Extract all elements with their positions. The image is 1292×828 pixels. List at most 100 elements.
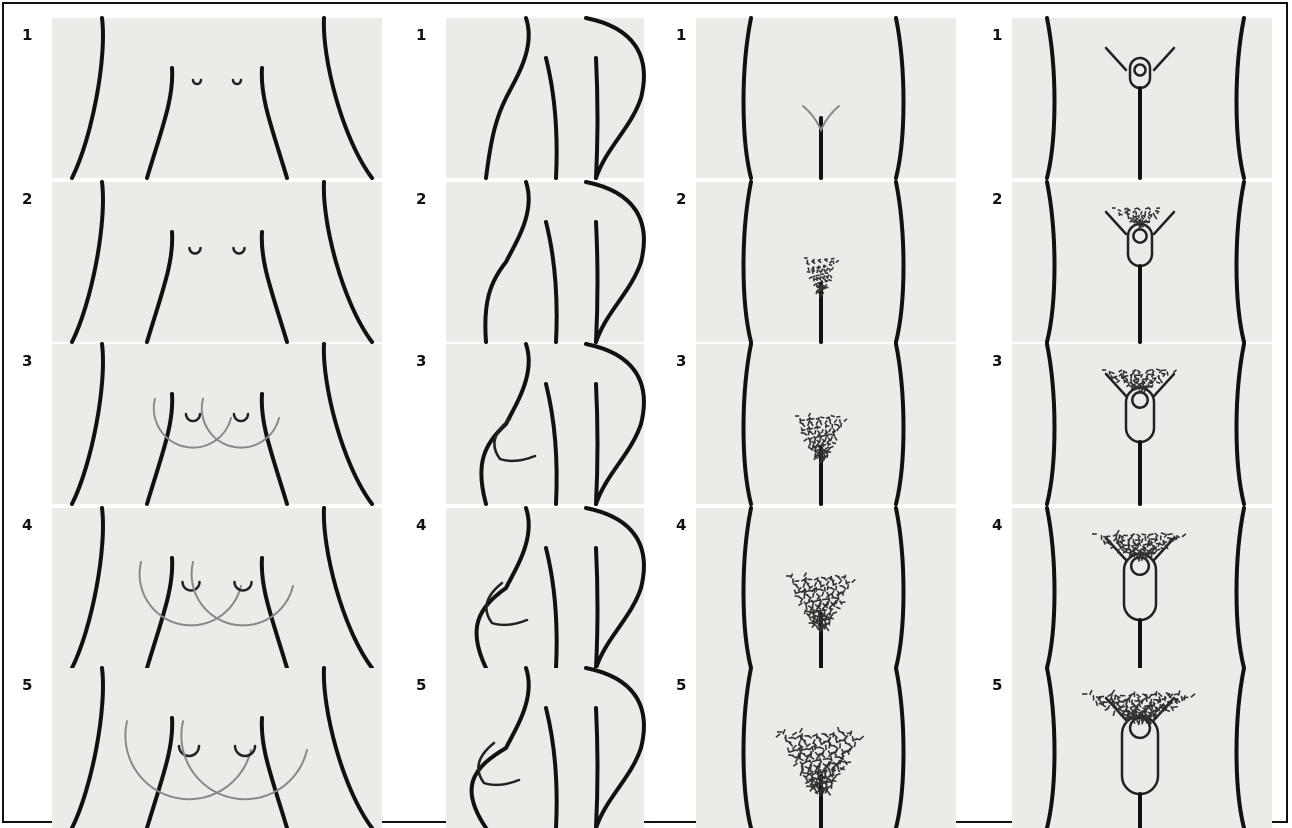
- stage-number: 2: [416, 192, 426, 207]
- nipple-mark: [234, 248, 245, 254]
- breast-front-stage-1: 1: [12, 18, 392, 178]
- hair-stroke: [1090, 690, 1092, 695]
- hair-stroke: [1168, 534, 1173, 535]
- glans-outline: [1131, 557, 1149, 575]
- breast-side-stage-4: 4: [406, 508, 654, 668]
- hair-stroke: [798, 603, 802, 606]
- hair-stroke: [826, 268, 828, 271]
- hair-stroke: [827, 443, 831, 444]
- hair-stroke: [841, 752, 846, 755]
- arm-line-right: [262, 394, 287, 504]
- hair-stroke: [1141, 538, 1143, 543]
- hair-stroke: [800, 771, 802, 776]
- hair-stroke: [831, 576, 832, 581]
- hair-stroke: [829, 608, 834, 609]
- hair-stroke: [1104, 540, 1105, 545]
- back-profile: [586, 344, 644, 504]
- hair-stroke: [806, 263, 809, 264]
- male-genital-stage-4: 4: [982, 508, 1282, 668]
- arm-line-left: [147, 394, 172, 504]
- nipple-mark: [186, 414, 200, 421]
- female-pubic-stage-3: 3: [666, 344, 966, 504]
- hair-stroke: [1173, 370, 1176, 373]
- hair-stroke: [808, 770, 813, 772]
- glans-outline: [1135, 65, 1146, 76]
- hair-stroke: [1130, 382, 1133, 385]
- hair-stroke: [826, 417, 830, 418]
- hair-stroke: [825, 447, 829, 449]
- breast-contour: [181, 721, 307, 799]
- hair-stroke: [816, 418, 820, 420]
- hair-stroke: [832, 442, 836, 443]
- hair-stroke: [1162, 370, 1166, 371]
- hair-stroke: [793, 584, 797, 586]
- hair-stroke: [813, 266, 814, 270]
- illustration-panel: [1012, 344, 1272, 504]
- hair-stroke: [836, 260, 839, 262]
- body-outline-right: [324, 344, 372, 504]
- hair-stroke: [792, 750, 797, 751]
- hair-stroke: [820, 294, 821, 298]
- stage-number: 1: [416, 28, 426, 43]
- arm-line-left: [147, 232, 172, 342]
- breast-contour: [192, 562, 293, 625]
- stage-number: 3: [676, 354, 686, 369]
- hair-stroke: [1128, 216, 1129, 220]
- illustration-panel: [52, 508, 382, 668]
- hair-stroke: [830, 420, 831, 424]
- hair-stroke: [1156, 369, 1160, 370]
- hip-outline-right: [896, 508, 904, 668]
- hair-stroke: [824, 269, 826, 272]
- hair-stroke: [826, 745, 827, 750]
- hair-stroke: [820, 417, 824, 418]
- arm-line-left: [147, 718, 172, 828]
- illustration-panel: [446, 668, 644, 828]
- glans-outline: [1132, 392, 1147, 407]
- hair-stroke: [839, 580, 842, 584]
- illustration-panel: [52, 344, 382, 504]
- hair-stroke: [798, 596, 802, 599]
- hair-stroke: [1161, 373, 1165, 374]
- hip-outline-left: [1047, 508, 1055, 668]
- hair-stroke: [792, 755, 797, 758]
- stage-illustration: [52, 508, 382, 668]
- body-outline-right: [324, 508, 372, 668]
- hair-stroke: [1136, 713, 1137, 718]
- hair-stroke: [810, 751, 811, 756]
- hair-stroke: [1096, 701, 1098, 706]
- hair-stroke: [825, 587, 826, 592]
- groin-line-right: [1154, 48, 1174, 70]
- hair-stroke: [1130, 218, 1133, 220]
- hair-stroke: [809, 277, 812, 279]
- hair-stroke: [1152, 549, 1153, 554]
- hair-stroke: [1141, 211, 1142, 214]
- hair-stroke: [810, 611, 815, 612]
- back-profile: [586, 668, 644, 828]
- hair-stroke: [817, 600, 822, 601]
- hair-stroke: [829, 763, 834, 764]
- hair-stroke: [818, 436, 822, 437]
- hair-stroke: [816, 421, 818, 425]
- hair-stroke: [822, 592, 824, 597]
- illustration-panel: [696, 344, 956, 504]
- hair-stroke: [817, 269, 818, 273]
- stage-illustration: [1012, 344, 1272, 504]
- hair-stroke: [1139, 390, 1140, 394]
- stage-number: 5: [22, 678, 32, 693]
- nipple-mark: [235, 746, 255, 756]
- hair-stroke: [1149, 211, 1151, 214]
- hair-stroke: [1159, 711, 1164, 713]
- hip-outline-right: [896, 668, 904, 828]
- hair-stroke: [844, 419, 847, 422]
- arm-line-front: [546, 58, 557, 178]
- genital-outline: [1126, 388, 1154, 442]
- hair-stroke: [835, 437, 837, 441]
- hair-stroke: [1115, 378, 1119, 380]
- hair-stroke: [1136, 694, 1140, 697]
- breast-profile: [494, 419, 535, 461]
- hair-stroke: [815, 430, 816, 434]
- groin-line-right: [1154, 212, 1174, 234]
- hair-stroke: [809, 428, 813, 429]
- illustration-panel: [446, 18, 644, 178]
- hair-stroke: [825, 420, 827, 423]
